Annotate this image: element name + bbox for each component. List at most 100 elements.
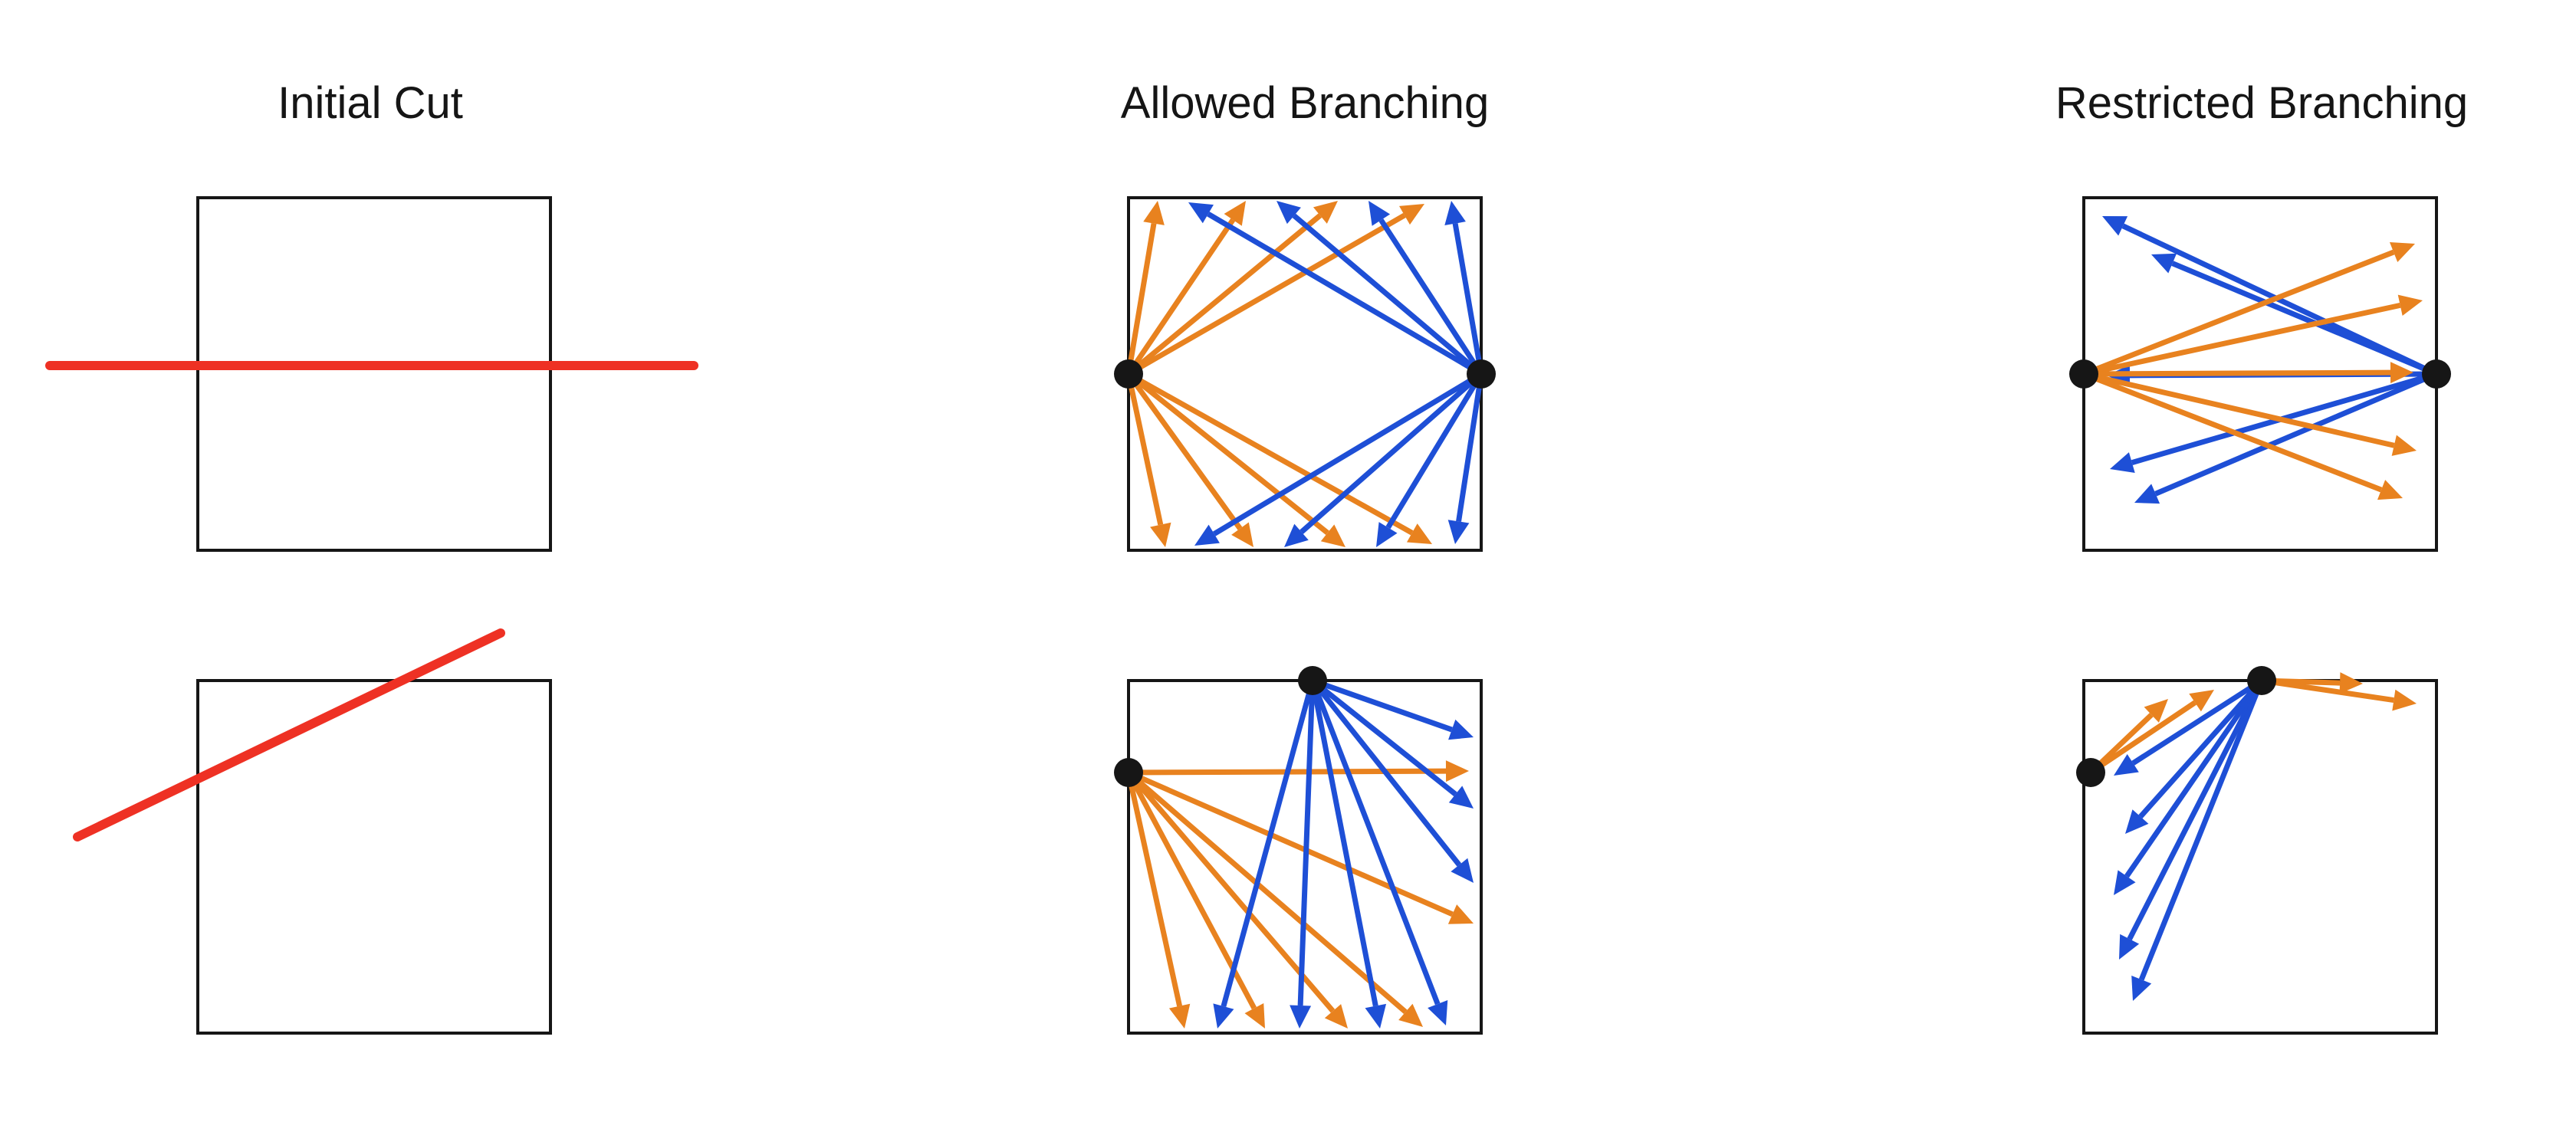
orange-branch-arrow xyxy=(2083,294,2423,377)
arrow-head xyxy=(1445,760,1469,782)
arrow-shaft xyxy=(2138,679,2265,981)
arrow-shaft xyxy=(1292,213,1484,376)
arrow-shaft xyxy=(2083,302,2401,377)
blue-branch-arrow xyxy=(1368,201,1484,376)
arrow-shaft xyxy=(1126,770,1408,1015)
arrow-head xyxy=(1447,520,1470,544)
arrow-shaft xyxy=(1125,373,1164,526)
arrow-shaft xyxy=(1221,680,1316,1007)
arrow-shaft xyxy=(2171,261,2438,377)
arrow-head xyxy=(1168,1003,1191,1028)
blue-branch-arrow xyxy=(1276,201,1484,376)
arrow-shaft xyxy=(1125,772,1183,1007)
arrow-head xyxy=(1188,202,1214,224)
arrow-head xyxy=(2389,241,2415,263)
arrow-shaft xyxy=(2083,369,2391,377)
blue-branch-arrow xyxy=(2125,678,2264,834)
arrow-shaft xyxy=(1127,371,1414,536)
arrow-head xyxy=(1406,523,1432,544)
arrow-shaft xyxy=(2124,679,2264,878)
orange-branch-arrow xyxy=(1125,771,1265,1028)
arrow-head xyxy=(1448,719,1474,740)
arrow-head xyxy=(2390,362,2413,384)
arrow-head xyxy=(1313,201,1338,224)
arrow-head xyxy=(1399,204,1424,225)
arrow-head xyxy=(2151,253,2177,274)
blue-branch-arrow xyxy=(1309,679,1448,1025)
arrow-shaft xyxy=(1300,372,1484,534)
arrow-shaft xyxy=(2089,700,2197,775)
arrow-head xyxy=(1447,904,1474,924)
arrow-shaft xyxy=(2261,677,2394,704)
arrow-shaft xyxy=(1126,213,1322,376)
arrow-head xyxy=(1368,201,1391,226)
arrow-head xyxy=(2339,672,2363,694)
arrow-shaft xyxy=(1126,372,1329,536)
blue-branch-arrow xyxy=(1376,372,1484,547)
arrow-head xyxy=(2110,452,2135,474)
panel-initial-cut-horizontal xyxy=(45,196,698,552)
arrow-shaft xyxy=(2131,678,2263,766)
blue-branch-arrow xyxy=(1444,201,1484,375)
arrow-shaft xyxy=(2127,679,2265,940)
blue-branch-arrow xyxy=(2151,253,2438,377)
blue-branch-arrow xyxy=(1447,373,1484,544)
blue-branch-arrow xyxy=(2114,678,2263,776)
arrow-head xyxy=(1150,522,1171,547)
orange-branch-arrow xyxy=(2261,677,2417,711)
arrow-head xyxy=(1451,858,1474,883)
arrow-head xyxy=(2392,689,2417,711)
square-outline xyxy=(1127,196,1483,552)
arrow-shaft xyxy=(2082,371,2383,493)
arrow-shaft xyxy=(1310,678,1457,797)
orange-branch-arrow xyxy=(1126,201,1338,376)
orange-branch-arrow xyxy=(1126,770,1348,1028)
column-title-allowed-branching: Allowed Branching xyxy=(1120,78,1490,128)
blue-branch-arrow xyxy=(1290,680,1316,1028)
orange-branch-arrow xyxy=(1126,201,1246,376)
arrow-shaft xyxy=(2154,371,2438,497)
arrow-head xyxy=(2134,484,2160,504)
arrow-shaft xyxy=(1297,680,1316,1006)
branch-origin-dot xyxy=(1467,359,1496,389)
arrow-shaft xyxy=(2138,678,2264,819)
arrow-shaft xyxy=(1452,222,1484,375)
arrow-shaft xyxy=(1126,770,1336,1013)
branch-origin-dot xyxy=(2076,758,2105,787)
arrow-head xyxy=(1276,201,1301,225)
arrow-head xyxy=(2131,975,2152,1001)
orange-branch-arrow xyxy=(1126,770,1423,1027)
orange-branch-arrow xyxy=(1126,372,1346,547)
square-outline xyxy=(196,679,552,1035)
arrow-head xyxy=(2189,690,2214,712)
arrow-shaft xyxy=(2082,249,2395,377)
arrow-shaft xyxy=(1310,678,1462,867)
arrow-head xyxy=(2125,809,2149,834)
initial-cut-line xyxy=(73,628,505,842)
blue-branch-arrow xyxy=(2134,371,2438,504)
branch-origin-dot xyxy=(2422,359,2451,389)
arrow-head xyxy=(1428,999,1448,1025)
panel-allowed-branching-diagonal xyxy=(1114,666,1483,1035)
blue-branch-arrow xyxy=(1309,680,1387,1028)
arrow-head xyxy=(1231,522,1254,547)
arrow-shaft xyxy=(2083,371,2395,448)
blue-branch-arrow xyxy=(2119,679,2265,960)
square-outline xyxy=(196,196,552,552)
arrow-shaft xyxy=(1126,372,1243,530)
orange-branch-arrow xyxy=(2082,371,2403,500)
blue-branch-arrow xyxy=(1213,680,1316,1028)
orange-branch-arrow xyxy=(1127,371,1432,544)
blue-branch-arrow xyxy=(1310,678,1474,809)
arrow-shaft xyxy=(1378,218,1484,376)
arrow-head xyxy=(2119,933,2140,960)
arrow-shaft xyxy=(1309,679,1441,1006)
branch-origin-dot xyxy=(1114,359,1143,389)
orange-branch-arrow xyxy=(1127,769,1474,924)
arrow-head xyxy=(1444,201,1466,225)
orange-branch-arrow xyxy=(1125,772,1191,1028)
arrow-shaft xyxy=(1309,680,1378,1007)
column-title-restricted-branching: Restricted Branching xyxy=(2055,78,2469,128)
orange-branch-arrow xyxy=(1125,201,1165,375)
